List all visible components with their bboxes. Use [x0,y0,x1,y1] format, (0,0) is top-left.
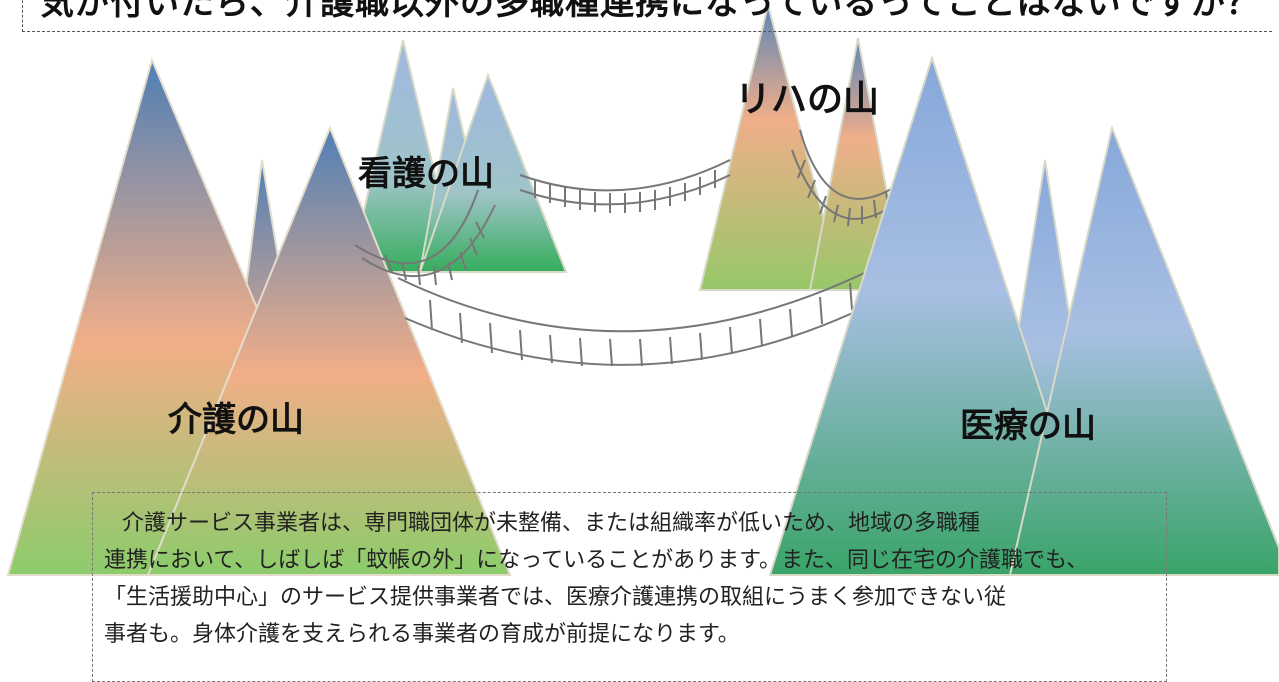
iryo-mountain [768,54,1279,576]
note-text: 介護サービス事業者は、専門職団体が未整備、または組織率が低いため、地域の多職種 … [104,505,1164,653]
bridge-kango-riha [519,159,731,213]
iryo-label: 医療の山 [960,406,1096,446]
note-line: 連携において、しばしば「蚊帳の外」になっていることがあります。また、同じ在宅の介… [104,548,1089,573]
note-line: 事者も。身体介護を支えられる事業者の育成が前提になります。 [104,622,740,647]
kango-mountain [348,39,568,273]
kaigo-label: 介護の山 [168,400,304,440]
bridge-kaigo-kango [354,189,496,286]
mountain-bridge-illustration [6,4,1279,576]
note-line: 介護サービス事業者は、専門職団体が未整備、または組織率が低いため、地域の多職種 [122,511,981,536]
kango-label: 看護の山 [358,154,494,194]
kaigo-mountain [6,56,512,576]
riha-label: リハの山 [735,79,880,120]
bridge-kaigo-iryo [397,254,901,367]
page-title: 気が付いたら、介護職以外の多職種連携になっているってことはないですか？ [40,0,1261,23]
note-line: 「生活援助中心」のサービス提供事業者では、医療介護連携の取組にうまく参加できない… [104,585,1007,610]
title-frame [22,0,1272,32]
